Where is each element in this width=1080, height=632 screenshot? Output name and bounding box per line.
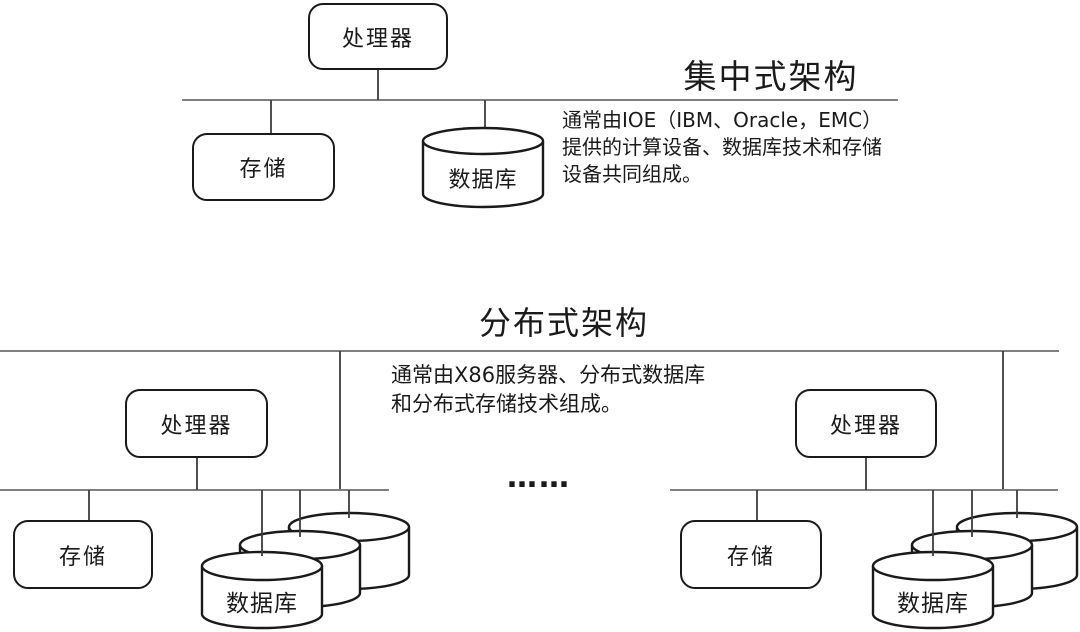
distributed-title: 分布式架构 <box>478 304 649 342</box>
description-line: 设备共同组成。 <box>562 162 702 186</box>
clusters-ellipsis: …… <box>507 460 571 495</box>
database-cylinder-top <box>200 550 324 582</box>
database-cylinder-body <box>200 566 324 630</box>
centralized-description: 通常由IOE（IBM、Oracle，EMC） 提供的计算设备、数据库技术和存储 … <box>562 107 882 188</box>
processor-label: 处理器 <box>160 413 233 439</box>
centralized-storage-node: 存储 <box>192 133 335 201</box>
database-cylinder-top <box>871 550 995 582</box>
description-line: 和分布式存储技术组成。 <box>391 392 622 416</box>
processor-label: 处理器 <box>341 26 414 52</box>
left-database-cylinder-stack <box>200 511 411 630</box>
left-processor-node: 处理器 <box>125 389 268 458</box>
database-cylinder-body <box>421 141 545 209</box>
storage-label: 存储 <box>239 157 288 182</box>
centralized-processor-node: 处理器 <box>308 3 448 70</box>
description-line: 通常由IOE（IBM、Oracle，EMC） <box>562 108 883 132</box>
storage-label: 存储 <box>58 544 107 570</box>
storage-label: 存储 <box>726 544 775 570</box>
right-database-cylinder-stack <box>871 511 1079 630</box>
centralized-database-label: 数据库 <box>448 168 518 193</box>
database-cylinder-top <box>421 126 545 156</box>
right-database-label: 数据库 <box>897 591 969 617</box>
description-line: 通常由X86服务器、分布式数据库 <box>391 363 706 387</box>
distributed-description: 通常由X86服务器、分布式数据库 和分布式存储技术组成。 <box>391 361 705 419</box>
right-storage-node: 存储 <box>680 520 822 589</box>
right-processor-node: 处理器 <box>795 389 937 458</box>
database-cylinder-body <box>871 566 995 630</box>
left-database-label: 数据库 <box>226 591 298 617</box>
processor-label: 处理器 <box>829 413 902 439</box>
left-storage-node: 存储 <box>13 520 153 589</box>
description-line: 提供的计算设备、数据库技术和存储 <box>562 135 882 159</box>
centralized-title: 集中式架构 <box>683 57 859 96</box>
centralized-database-cylinder <box>421 126 545 209</box>
